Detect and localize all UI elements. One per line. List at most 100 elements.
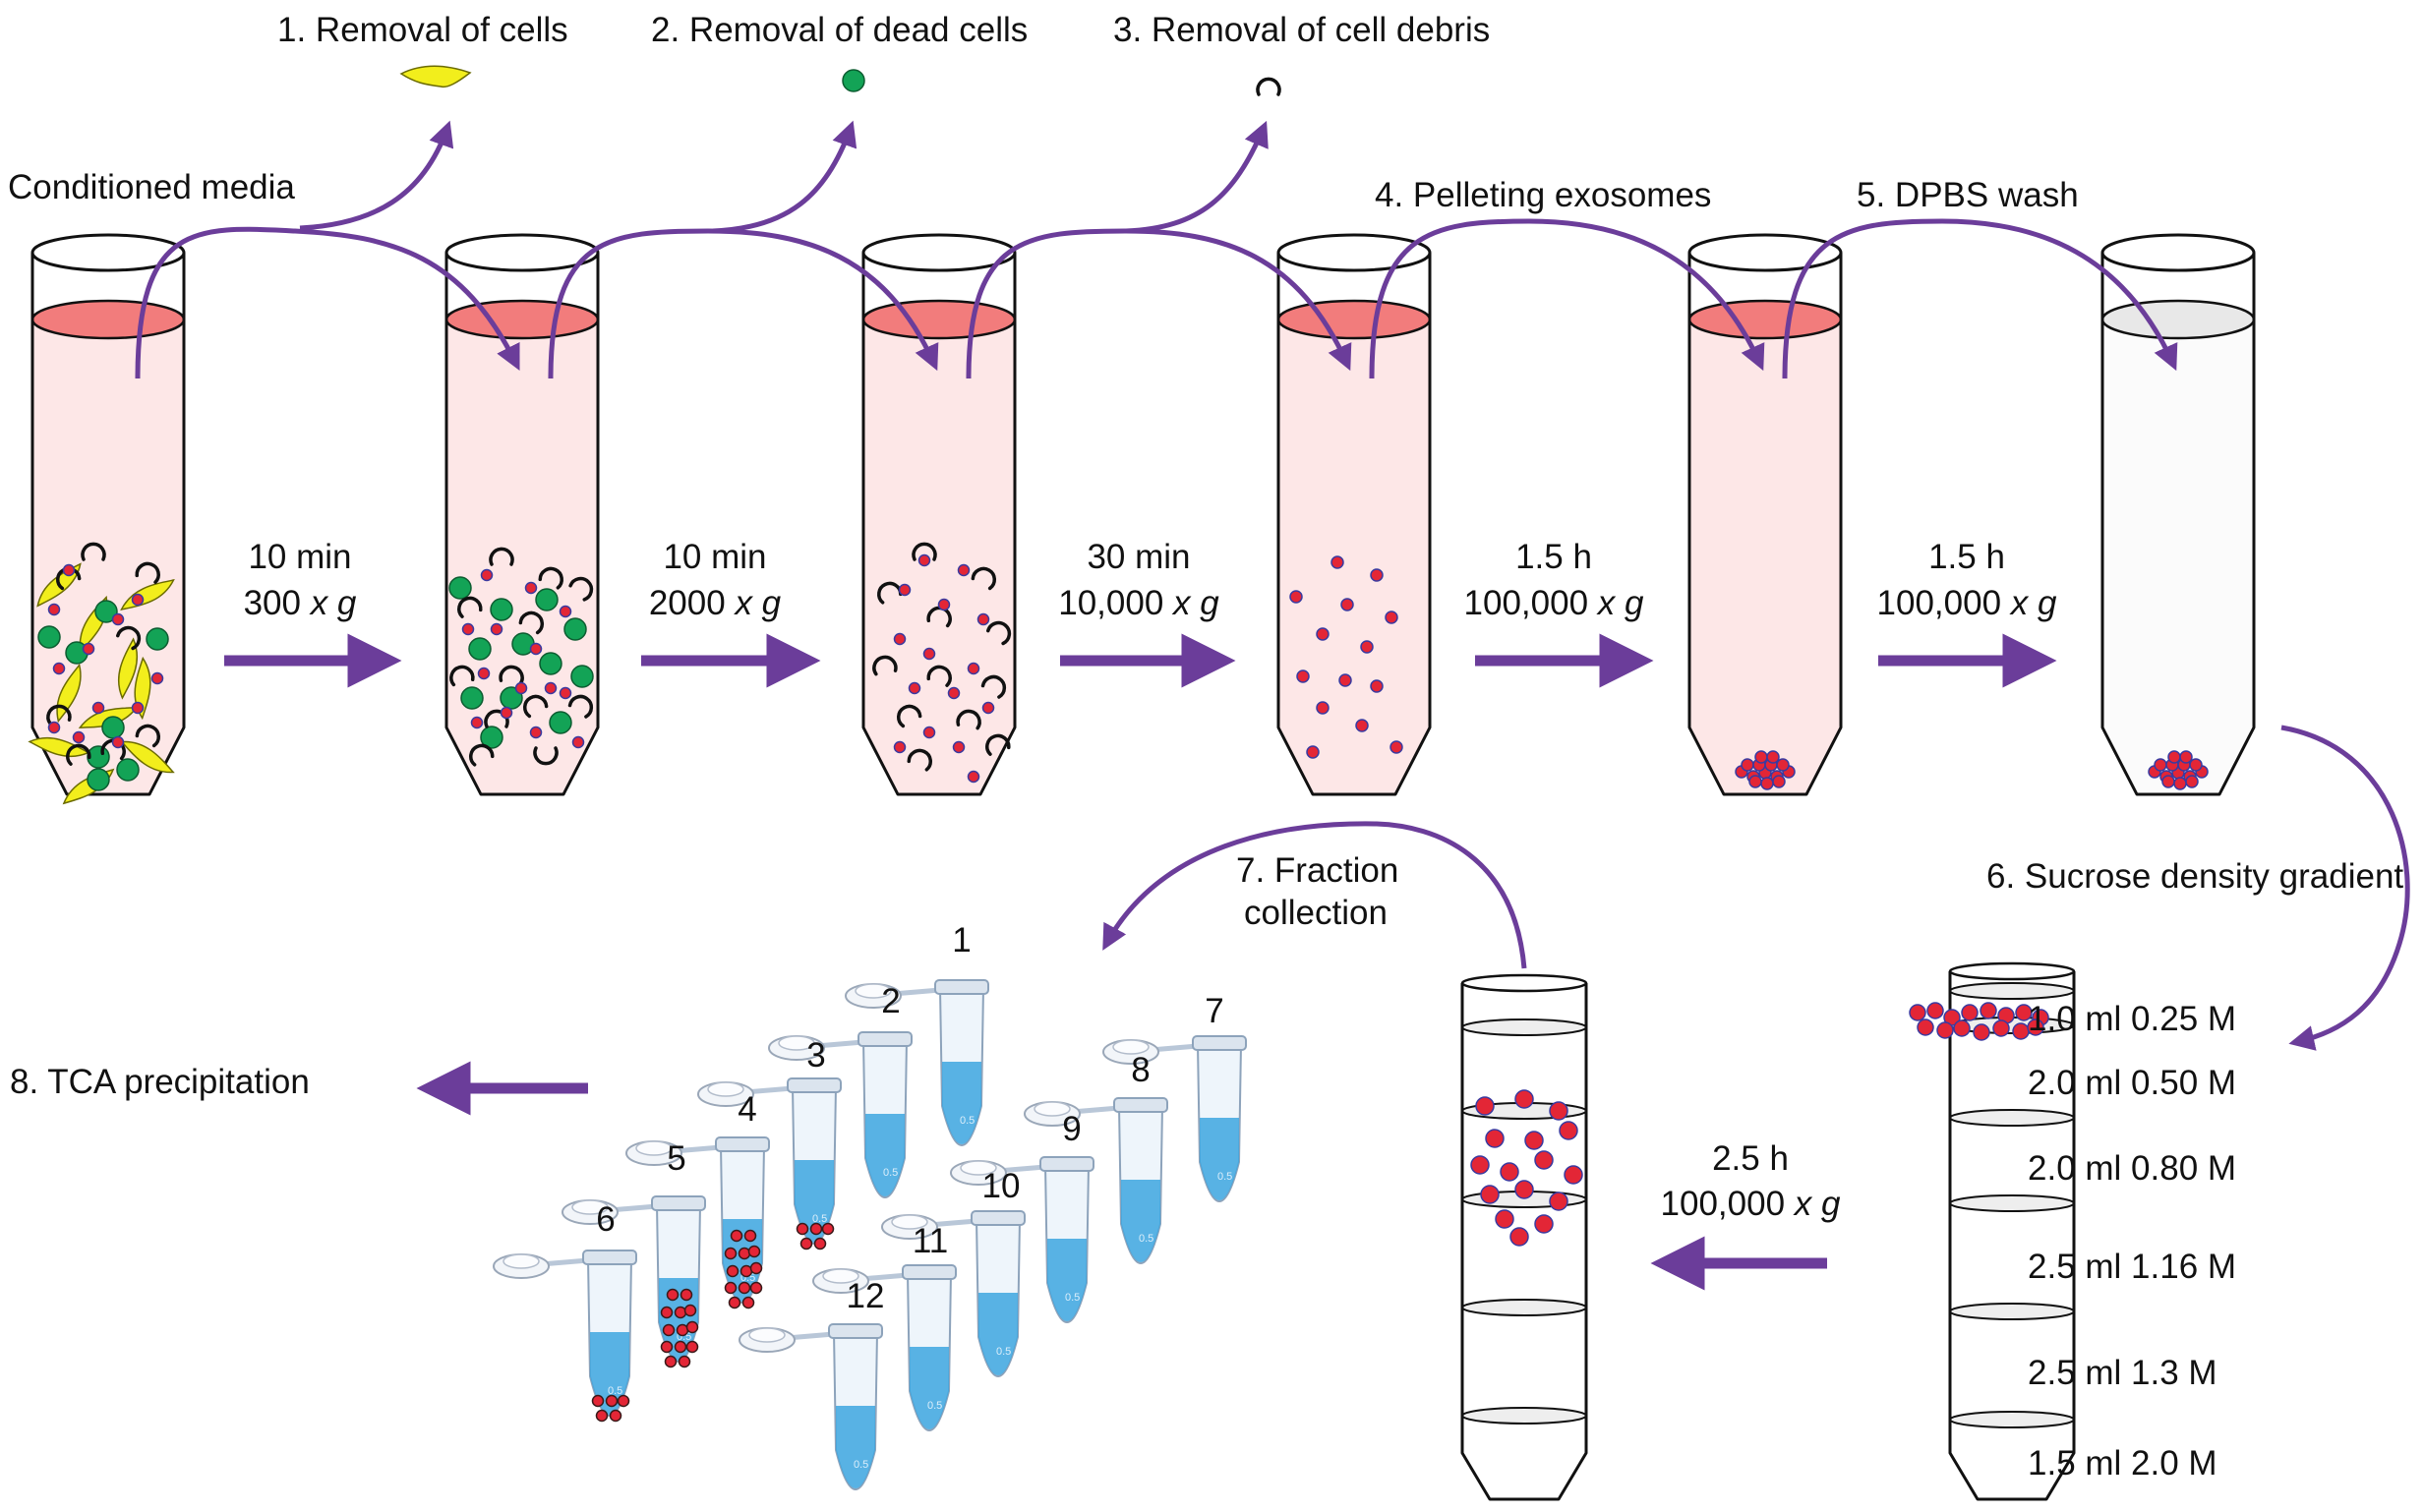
curved-arrow [1369,218,1765,379]
tube-rim [715,1136,770,1152]
exosome-particle [1534,1214,1554,1234]
tube-lid-cap [635,1140,673,1156]
microcentrifuge-tube: 0.5 [845,979,989,1146]
tube-lid-cap [503,1253,540,1269]
microcentrifuge-tube: 0.5 [739,1323,883,1490]
fraction-number: 4 [738,1090,756,1129]
gradient-interface [1461,1407,1587,1425]
tca-step-label: 8. TCA precipitation [10,1063,310,1101]
cell-debris [986,620,1012,646]
tube-liquid [1121,1180,1160,1262]
exosome-particle [685,1320,699,1334]
labels: Conditioned media 1. Removal of cells 2.… [8,11,2403,1101]
exosome-particle [1936,1021,1954,1039]
exosome-particle [660,1340,674,1354]
curved-arrow [135,226,520,379]
liquid-surface [1687,299,1843,340]
volume-mark: 0.5 [854,1459,868,1471]
gradient-interface [1949,982,2075,1000]
exosome-particle [976,612,990,626]
gradient-interface [1461,1299,1587,1316]
liquid-body [1689,320,1841,794]
exosome-particle [500,706,513,720]
microcentrifuge-tube: 0.5 [812,1264,957,1431]
tube-liquid [865,1114,905,1196]
exosome-particle [893,632,907,646]
exosome-particle [1564,1165,1583,1185]
gradient-spin-force: 100,000 x g [1661,1185,1841,1223]
exosome-particle [749,1261,763,1275]
gradient-layer-label: 1.0 ml 0.25 M [2028,1000,2236,1038]
microcentrifuge-tube: 0.5 [881,1210,1026,1377]
tube-lid-cap [822,1268,859,1284]
exosome-particle [1741,758,1754,772]
microcentrifuge-tube: 0.5 [1024,1097,1168,1264]
cell-debris [499,665,524,686]
volume-mark: 0.5 [608,1385,622,1397]
exosome-particle [1316,701,1330,715]
cell-debris [518,611,545,635]
dead-cell [116,758,140,782]
exosome-particle [2167,750,2181,764]
gradient-interface [1949,1411,2075,1428]
exosome-particle [2012,1022,2030,1040]
cell-debris [135,561,160,584]
dead-cell [535,588,559,611]
tube-lid-cap [1034,1101,1071,1117]
tube-opening [1948,961,2076,981]
exosome-particle [893,740,907,754]
cell-debris [116,625,142,651]
removed-dead-cell-icon [842,69,865,92]
exosome-particle [738,1247,751,1260]
tube-opening [1276,233,1432,272]
step5-label: 5. DPBS wash [1857,176,2079,214]
curved-arrow [712,120,857,234]
spin-5-time: 1.5 h [1928,538,2005,576]
liquid-body [1278,320,1430,794]
fraction-number: 9 [1062,1110,1081,1148]
dead-cell [570,665,594,688]
cell-debris [907,748,932,772]
exosome-particle [477,667,491,680]
centrifuge-tubes [30,233,2256,1501]
dead-cell [101,716,125,739]
exosome-particle [908,681,921,695]
exosome-particle [559,686,572,700]
gradient-layer-label: 1.5 ml 2.0 M [2028,1444,2217,1483]
exosome-particle [1973,1023,1990,1041]
exosome-particle [605,1394,619,1408]
exosome-particle [967,662,980,675]
cell-debris [538,566,563,590]
exosome-particle [1760,777,1774,790]
fraction-number: 10 [982,1167,1021,1205]
tube-wall [444,253,600,796]
exosome-particle [2027,1018,2044,1036]
centrifuge-tube [444,233,600,796]
tube-lid-cap [855,983,892,999]
exosome-particle [666,1288,680,1302]
exosome-particle [1748,775,1762,788]
tube-opening [1460,973,1588,993]
exosome-particle [524,581,538,595]
exosome-particle [617,1394,630,1408]
exosome-particle [1514,1089,1534,1109]
exosome-particle [1470,1155,1490,1175]
exosome-particle [1296,669,1310,683]
tube-liquid [590,1332,629,1415]
dead-cell [460,686,484,710]
tube-wall [2100,253,2256,796]
gradient-interface [1949,1303,2075,1320]
fraction-number: 8 [1131,1051,1150,1089]
exosome-particle [1370,568,1384,582]
microtube-array: 0.50.50.50.50.50.50.50.50.50.50.50.5 [493,979,1247,1490]
dead-cell [468,637,492,661]
exosome-particle [1549,1192,1568,1211]
removed-cell-icon [399,65,472,88]
cell-debris [81,542,106,561]
spin-4-force: 100,000 x g [1464,584,1644,622]
exosome-particle [1559,1121,1578,1140]
cell-debris [912,542,937,561]
dead-cell [480,726,503,749]
exosome-particle [1953,1019,1971,1037]
